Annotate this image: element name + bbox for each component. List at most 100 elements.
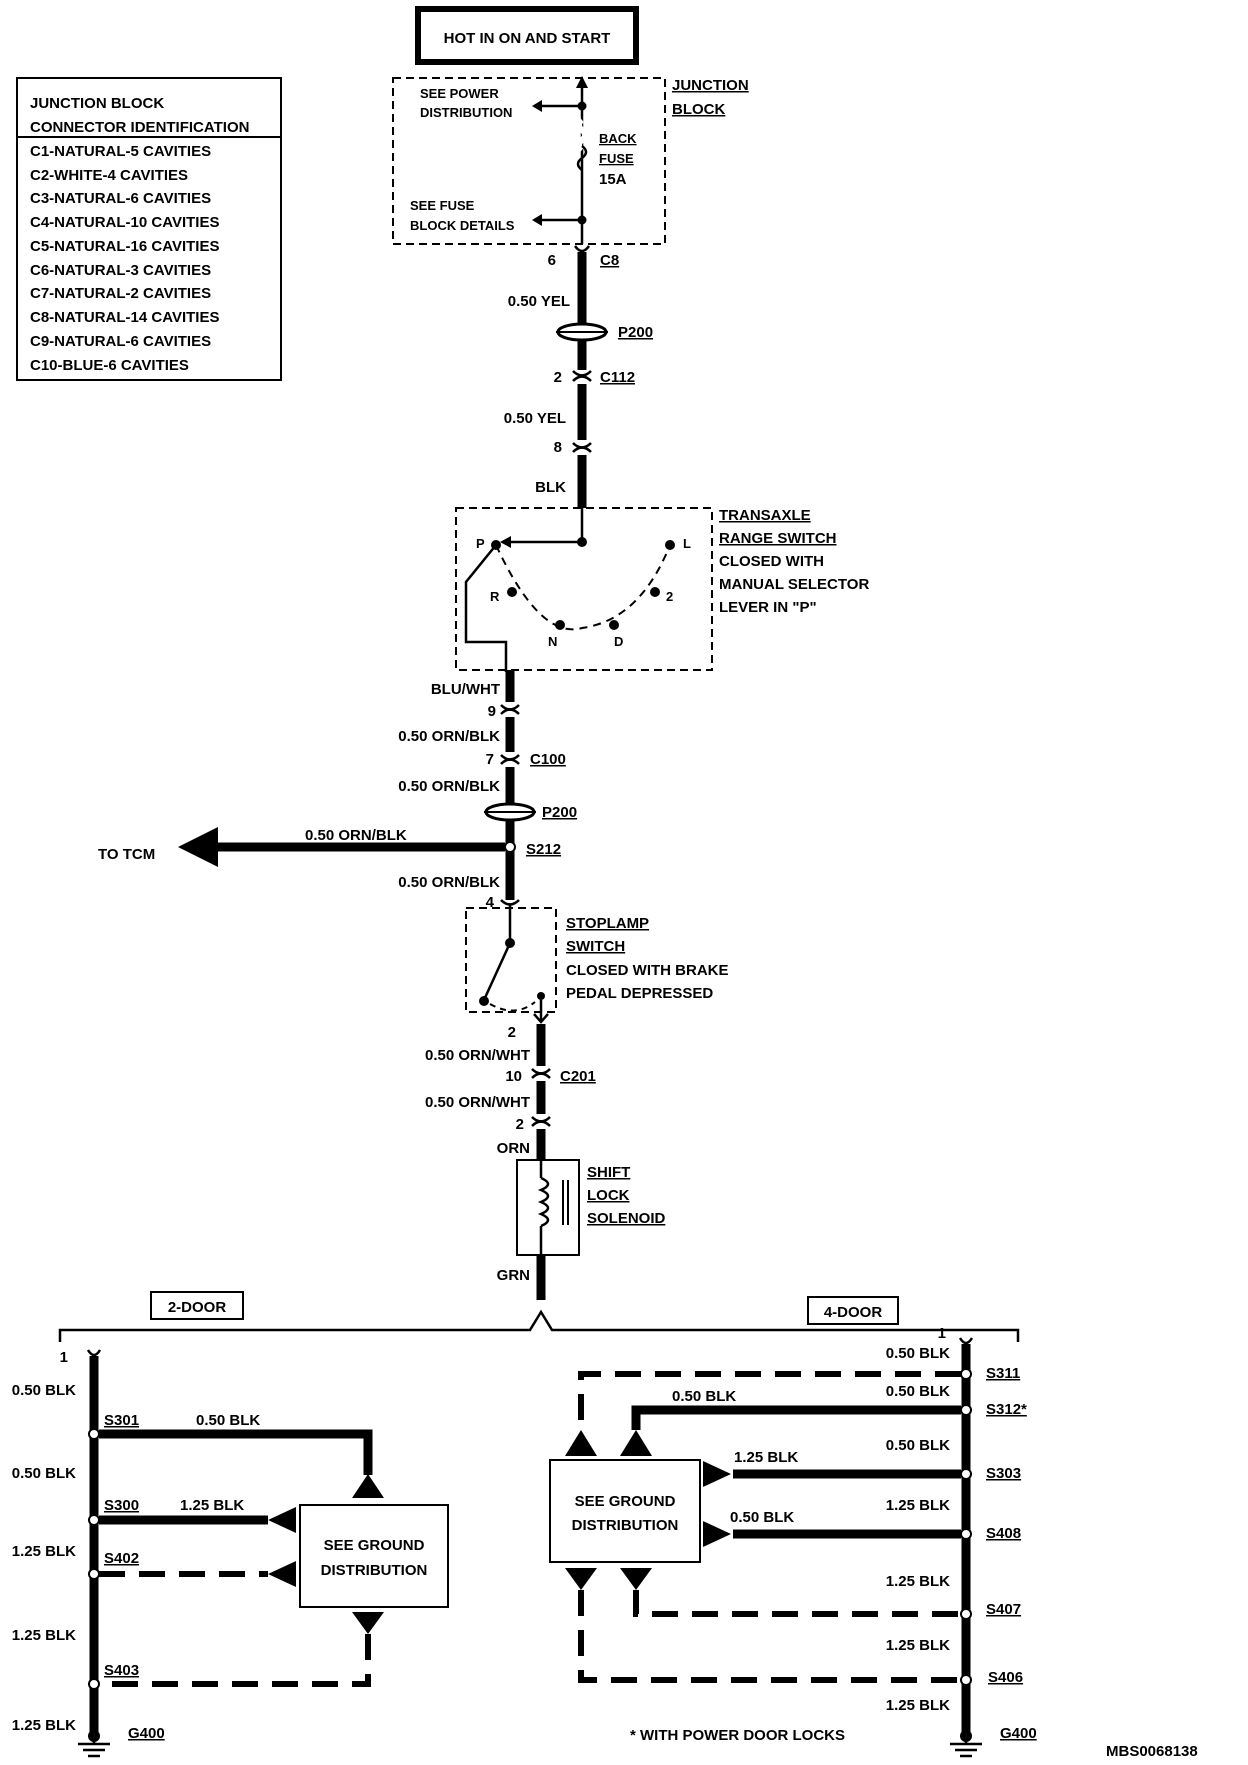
tcm-wire-label: 0.50 ORN/BLK (305, 827, 407, 844)
stoplamp-title-1: STOPLAMP (566, 915, 649, 932)
wire-color-label: 1.25 BLK (12, 1543, 76, 1560)
s402-label: S402 (104, 1550, 139, 1567)
legend-item: C8-NATURAL-14 CAVITIES (30, 309, 219, 326)
see-fuse-1: SEE FUSE (410, 198, 475, 213)
wire-color-label: 1.25 BLK (886, 1573, 950, 1590)
footnote: * WITH POWER DOOR LOCKS (630, 1727, 845, 1744)
wire-color-label: 0.50 YEL (508, 293, 570, 310)
ground-dist-2: DISTRIBUTION (572, 1517, 679, 1534)
c8-pin: 6 (548, 252, 556, 269)
four-door-label: 4-DOOR (824, 1304, 883, 1321)
range-position: D (614, 634, 623, 649)
wire-color-label: 1.25 BLK (12, 1717, 76, 1734)
p200-label-mid: P200 (542, 804, 577, 821)
see-power-1: SEE POWER (420, 86, 499, 101)
pin-label: 1 (60, 1349, 68, 1366)
c100-label: C100 (530, 751, 566, 768)
solenoid-wire: 2 0.50 ORN/WHT 10 C201 0.50 ORN/WHT 2 OR… (425, 1024, 666, 1300)
wire-color-label: 0.50 BLK (196, 1412, 260, 1429)
pin-label: 1 (938, 1325, 946, 1342)
two-door-branch: SEE GROUND DISTRIBUTION 1 0.50 BLK S301 … (12, 1349, 449, 1758)
s312-label: S312* (986, 1401, 1027, 1418)
stoplamp-desc-2: PEDAL DEPRESSED (566, 985, 713, 1002)
door-variant-brace: 2-DOOR 4-DOOR (58, 1291, 1020, 1342)
ground-dist-2: DISTRIBUTION (321, 1562, 428, 1579)
s403-label: S403 (104, 1662, 139, 1679)
s408-label: S408 (986, 1525, 1021, 1542)
wire-color-label: 0.50 BLK (730, 1509, 794, 1526)
wire-color-label: 0.50 BLK (886, 1345, 950, 1362)
pin-label: 4 (486, 894, 495, 911)
wire-color-label: 0.50 BLK (886, 1383, 950, 1400)
wire-color-label: 0.50 BLK (12, 1382, 76, 1399)
wire-color-label: 0.50 BLK (12, 1465, 76, 1482)
transaxle-desc-2: MANUAL SELECTOR (719, 576, 869, 593)
wire-color-label: 0.50 YEL (504, 410, 566, 427)
p200-label: P200 (618, 324, 653, 341)
wire-color-label: 1.25 BLK (12, 1627, 76, 1644)
legend-title-2: CONNECTOR IDENTIFICATION (30, 119, 249, 136)
c100-pin: 7 (486, 751, 494, 768)
range-position: 2 (666, 589, 673, 604)
wire-color-label: 1.25 BLK (734, 1449, 798, 1466)
wire-color-label: 1.25 BLK (886, 1697, 950, 1714)
c112-label: C112 (600, 369, 635, 386)
wire-color-label: BLK (535, 479, 566, 496)
range-position: P (476, 536, 485, 551)
junction-block-title-1: JUNCTION (672, 77, 749, 94)
c201-pin: 10 (505, 1068, 522, 1085)
s300-label: S300 (104, 1497, 139, 1514)
legend-item: C10-BLUE-6 CAVITIES (30, 357, 189, 374)
wire-color-label: GRN (497, 1267, 530, 1284)
pin-label: 2 (516, 1116, 524, 1133)
power-source-label: HOT IN ON AND START (444, 30, 611, 47)
g400-label: G400 (128, 1725, 165, 1742)
see-fuse-2: BLOCK DETAILS (410, 218, 515, 233)
two-door-label: 2-DOOR (168, 1299, 227, 1316)
solenoid-title-3: SOLENOID (587, 1210, 666, 1227)
range-position: L (683, 536, 691, 551)
c8-label: C8 (600, 252, 619, 269)
wire-color-label: 0.50 BLK (886, 1437, 950, 1454)
ground-dist-1: SEE GROUND (575, 1493, 676, 1510)
legend-item: C1-NATURAL-5 CAVITIES (30, 143, 211, 160)
to-tcm-label: TO TCM (98, 846, 155, 863)
wire-color-label: 0.50 ORN/BLK (398, 778, 500, 795)
power-source-header: HOT IN ON AND START (415, 6, 639, 65)
wire-color-label: 1.25 BLK (886, 1497, 950, 1514)
wire-color-label: 1.25 BLK (886, 1637, 950, 1654)
stoplamp-switch: STOPLAMP SWITCH CLOSED WITH BRAKE PEDAL … (465, 905, 729, 1024)
range-position: R (490, 589, 500, 604)
pin-label: 8 (554, 439, 562, 456)
stoplamp-desc-1: CLOSED WITH BRAKE (566, 962, 729, 979)
wire-color-label: 0.50 ORN/WHT (425, 1094, 530, 1111)
s407-label: S407 (986, 1601, 1021, 1618)
c112-pin: 2 (554, 369, 562, 386)
stoplamp-title-2: SWITCH (566, 938, 625, 955)
pin-label: 2 (508, 1024, 516, 1041)
g400-label: G400 (1000, 1725, 1037, 1742)
ground-dist-1: SEE GROUND (324, 1537, 425, 1554)
wire-color-label: ORN (497, 1140, 530, 1157)
legend-item: C2-WHITE-4 CAVITIES (30, 167, 188, 184)
four-door-branch: SEE GROUND DISTRIBUTION 1 0.50 BLK S311 … (549, 1325, 1037, 1758)
fuse-rating: 15A (599, 171, 627, 188)
wire-color-label: 0.50 ORN/BLK (398, 874, 500, 891)
legend-title-1: JUNCTION BLOCK (30, 95, 164, 112)
s212-label: S212 (526, 841, 561, 858)
pin-label: 9 (488, 703, 496, 720)
fuse-name-2: FUSE (599, 151, 634, 166)
s311-label: S311 (986, 1365, 1020, 1382)
legend-item: C5-NATURAL-16 CAVITIES (30, 238, 219, 255)
junction-block-title-2: BLOCK (672, 101, 725, 118)
upper-wire: 6 C8 0.50 YEL P200 2 C112 0.50 YEL 8 BLK (504, 245, 653, 508)
legend-item: C7-NATURAL-2 CAVITIES (30, 285, 211, 302)
wire-color-label: BLU/WHT (431, 681, 500, 698)
wire-color-label: 0.50 BLK (672, 1388, 736, 1405)
transaxle-title-1: TRANSAXLE (719, 507, 811, 524)
transaxle-title-2: RANGE SWITCH (719, 530, 837, 547)
legend-item: C3-NATURAL-6 CAVITIES (30, 190, 211, 207)
fuse-name-1: BACK (599, 131, 637, 146)
